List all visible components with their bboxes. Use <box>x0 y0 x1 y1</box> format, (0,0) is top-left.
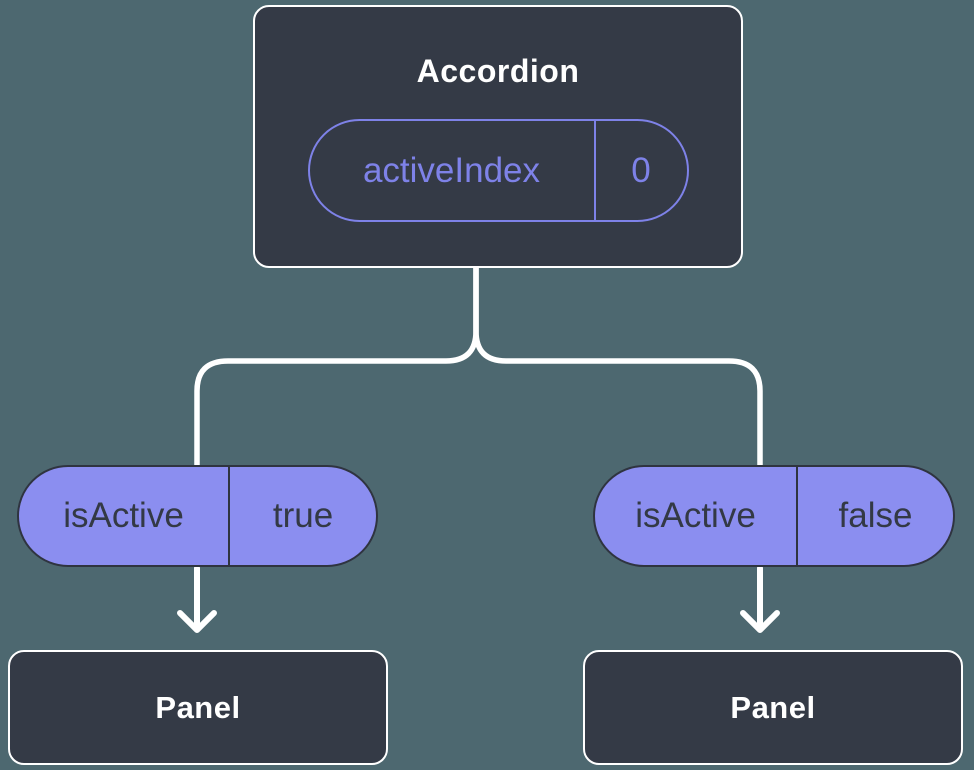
state-value: 0 <box>593 121 687 220</box>
branch-line-right <box>473 265 763 466</box>
prop-value: false <box>796 467 953 565</box>
arrow-down-icon <box>740 565 780 633</box>
panel-node-right: Panel <box>583 650 963 765</box>
state-pill-activeindex: activeIndex 0 <box>307 119 689 222</box>
branch-line-left <box>194 265 479 466</box>
prop-pill-isactive-left: isActive true <box>17 465 378 567</box>
prop-name: isActive <box>635 496 756 535</box>
node-title: Accordion <box>416 53 580 89</box>
arrow-down-icon <box>177 565 217 633</box>
prop-name: isActive <box>63 496 184 535</box>
node-title: Panel <box>155 689 241 725</box>
prop-pill-isactive-right: isActive false <box>593 465 955 567</box>
panel-node-left: Panel <box>8 650 388 765</box>
node-title: Panel <box>730 689 816 725</box>
state-name: activeIndex <box>362 150 541 190</box>
prop-value: true <box>228 467 376 565</box>
accordion-node: Accordion activeIndex 0 <box>253 5 743 268</box>
